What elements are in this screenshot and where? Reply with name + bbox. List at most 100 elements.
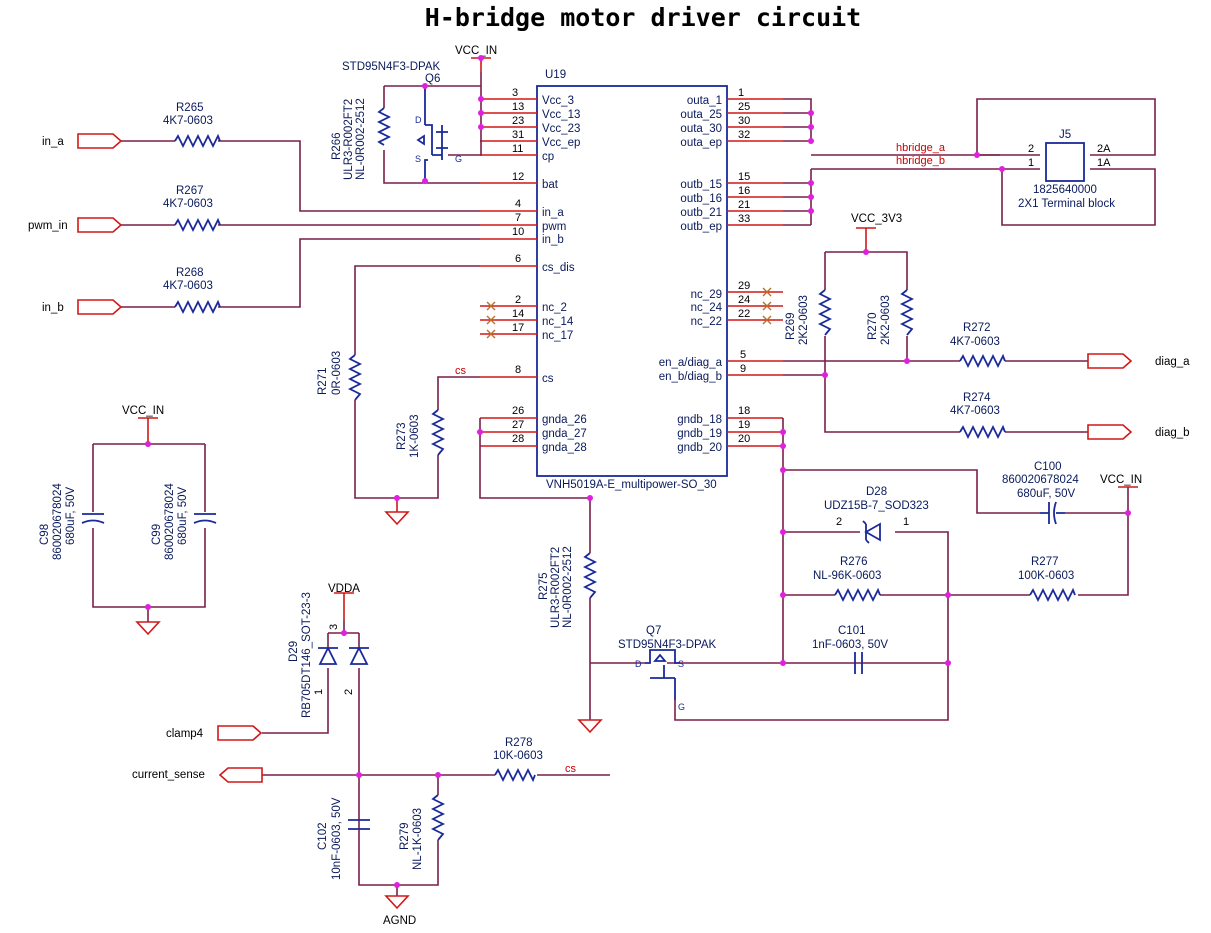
r278-value: 10K-0603 bbox=[493, 750, 543, 762]
capacitor-c101[interactable]: C101 1nF-0603, 50V bbox=[812, 625, 888, 674]
r265-value: 4K7-0603 bbox=[163, 115, 213, 127]
r275-ref: R275 bbox=[538, 573, 550, 601]
port-current-sense[interactable]: current_sense bbox=[132, 767, 263, 783]
port-clamp4[interactable]: clamp4 bbox=[166, 725, 263, 741]
gnd-symbol bbox=[577, 719, 603, 734]
q6-part: STD95N4F3-DPAK bbox=[342, 61, 441, 73]
pin-name: Vcc_3 bbox=[542, 95, 574, 107]
capacitor-c100[interactable]: C100 860020678024 680uF, 50V bbox=[1002, 461, 1079, 525]
ic-right-labels: 1 outa_1 25 outa_25 30 outa_30 32 outa_e… bbox=[659, 87, 751, 454]
connector-j5[interactable]: J5 2 1 2A 1A 1825640000 2X1 Terminal blo… bbox=[1018, 129, 1115, 210]
pin-num: 21 bbox=[738, 199, 750, 211]
d29-pin3: 3 bbox=[328, 624, 340, 630]
vcc-in-cap: VCC_IN bbox=[122, 405, 164, 444]
resistor-r273[interactable]: R273 1K-0603 bbox=[396, 409, 446, 458]
wire bbox=[783, 251, 1088, 433]
resistor-r276[interactable]: R276 NL-96K-0603 bbox=[813, 556, 881, 603]
net-hbridge-b: hbridge_b bbox=[896, 155, 945, 167]
pin-name: en_a/diag_a bbox=[659, 357, 723, 369]
resistor-r269[interactable]: R269 2K2-0603 bbox=[785, 289, 833, 345]
pin-name: outa_1 bbox=[687, 95, 722, 107]
port-in-b[interactable]: in_b bbox=[42, 299, 123, 315]
r277-value: 100K-0603 bbox=[1018, 570, 1074, 582]
pin-name: en_b/diag_b bbox=[659, 371, 722, 383]
capacitor-c99[interactable]: C99 860020678024 680uF, 50V bbox=[151, 483, 217, 560]
resistor-r277[interactable]: R277 100K-0603 bbox=[1018, 556, 1076, 603]
d29-pin2: 2 bbox=[343, 689, 355, 695]
pin-name: cp bbox=[542, 151, 554, 163]
port-label: diag_a bbox=[1155, 356, 1190, 368]
pin-name: nc_29 bbox=[691, 289, 722, 301]
c99-value: 680uF, 50V bbox=[177, 486, 189, 545]
c100-part: 860020678024 bbox=[1002, 474, 1079, 486]
d29-pin1: 1 bbox=[313, 689, 325, 695]
resistor-r272[interactable]: R272 4K7-0603 bbox=[950, 322, 1006, 369]
pin-num: 28 bbox=[512, 433, 524, 445]
pin-name: outb_ep bbox=[680, 221, 722, 233]
port-in-a[interactable]: in_a bbox=[42, 133, 123, 149]
c101-ref: C101 bbox=[838, 625, 866, 637]
power-label: VCC_IN bbox=[122, 405, 164, 417]
resistor-r274[interactable]: R274 4K7-0603 bbox=[950, 392, 1006, 440]
resistor-r279[interactable]: R279 NL-1K-0603 bbox=[399, 794, 446, 870]
port-label: current_sense bbox=[132, 769, 205, 781]
pin-name: nc_24 bbox=[691, 302, 723, 314]
power-label: VCC_3V3 bbox=[851, 213, 902, 225]
pin-num: 16 bbox=[738, 185, 750, 197]
c102-ref: C102 bbox=[317, 823, 329, 851]
zener-d28[interactable]: D28 UDZ15B-7_SOD323 2 1 bbox=[824, 486, 929, 544]
resistor-r275[interactable]: R275 ULR3-R002FT2 NL-0R002-2512 bbox=[538, 546, 598, 628]
pin-num: 26 bbox=[512, 405, 524, 417]
pin-num: 14 bbox=[512, 308, 524, 320]
r269-value: 2K2-0603 bbox=[798, 295, 810, 345]
pin-name: gndb_20 bbox=[677, 442, 722, 454]
d29-part: RB705DT146_SOT-23-3 bbox=[301, 592, 313, 718]
port-diag-a[interactable]: diag_a bbox=[1087, 353, 1190, 369]
pin-name: bat bbox=[542, 179, 559, 191]
wire bbox=[383, 85, 481, 184]
page-title: H-bridge motor driver circuit bbox=[425, 3, 862, 32]
c100-ref: C100 bbox=[1034, 461, 1062, 473]
q7-g: G bbox=[678, 702, 685, 712]
r271-ref: R271 bbox=[317, 368, 329, 396]
pin-name: in_a bbox=[542, 207, 564, 219]
resistor-r270[interactable]: R270 2K2-0603 bbox=[867, 289, 915, 345]
ic-u19[interactable]: U19 VNH5019A-E_multipower-SO_30 bbox=[536, 69, 728, 491]
mosfet-q7[interactable]: Q7 STD95N4F3-DPAK D S G bbox=[618, 625, 717, 712]
pin-num: 24 bbox=[738, 294, 750, 306]
capacitor-c102[interactable]: C102 10nF-0603, 50V bbox=[317, 797, 370, 880]
port-diag-b[interactable]: diag_b bbox=[1087, 424, 1190, 440]
r273-value: 1K-0603 bbox=[409, 415, 421, 458]
resistor-r271[interactable]: R271 0R-0603 bbox=[317, 351, 363, 401]
resistor-r278[interactable]: R278 10K-0603 bbox=[493, 737, 543, 783]
port-pwm-in[interactable]: pwm_in bbox=[28, 217, 123, 233]
capacitor-c98[interactable]: C98 860020678024 680uF, 50V bbox=[39, 483, 105, 560]
pin-name: gnda_27 bbox=[542, 428, 587, 440]
r271-value: 0R-0603 bbox=[331, 351, 343, 395]
pin-name: nc_17 bbox=[542, 330, 573, 342]
r267-ref: R267 bbox=[176, 185, 204, 197]
pin-num: 15 bbox=[738, 171, 750, 183]
r266-value1: ULR3-R002FT2 bbox=[343, 99, 355, 180]
net-cs: cs bbox=[565, 763, 577, 775]
mosfet-q6[interactable]: STD95N4F3-DPAK Q6 D S G bbox=[342, 61, 462, 181]
pin-name: cs bbox=[542, 373, 554, 385]
resistor-r267[interactable]: R267 4K7-0603 bbox=[163, 185, 221, 233]
pin-name: outa_30 bbox=[680, 123, 722, 135]
diode-d29[interactable]: 3 1 2 D29 RB705DT146_SOT-23-3 bbox=[288, 592, 369, 718]
resistor-r268[interactable]: R268 4K7-0603 bbox=[163, 267, 221, 315]
ic-ref: U19 bbox=[545, 69, 566, 81]
q7-d: D bbox=[635, 659, 642, 669]
pin-num: 5 bbox=[740, 349, 746, 361]
resistor-r266[interactable]: R266 ULR3-R002FT2 NL-0R002-2512 bbox=[331, 98, 392, 180]
pin-num: 13 bbox=[512, 101, 524, 113]
resistor-r265[interactable]: R265 4K7-0603 bbox=[163, 102, 221, 149]
r266-value2: NL-0R002-2512 bbox=[355, 98, 367, 180]
ic-right-pins bbox=[727, 98, 783, 447]
pin-num: 7 bbox=[515, 212, 521, 224]
r270-ref: R270 bbox=[867, 313, 879, 341]
r274-ref: R274 bbox=[963, 392, 991, 404]
j5-p2: 2 bbox=[1028, 143, 1034, 155]
vcc-in-right: VCC_IN bbox=[1100, 474, 1142, 488]
